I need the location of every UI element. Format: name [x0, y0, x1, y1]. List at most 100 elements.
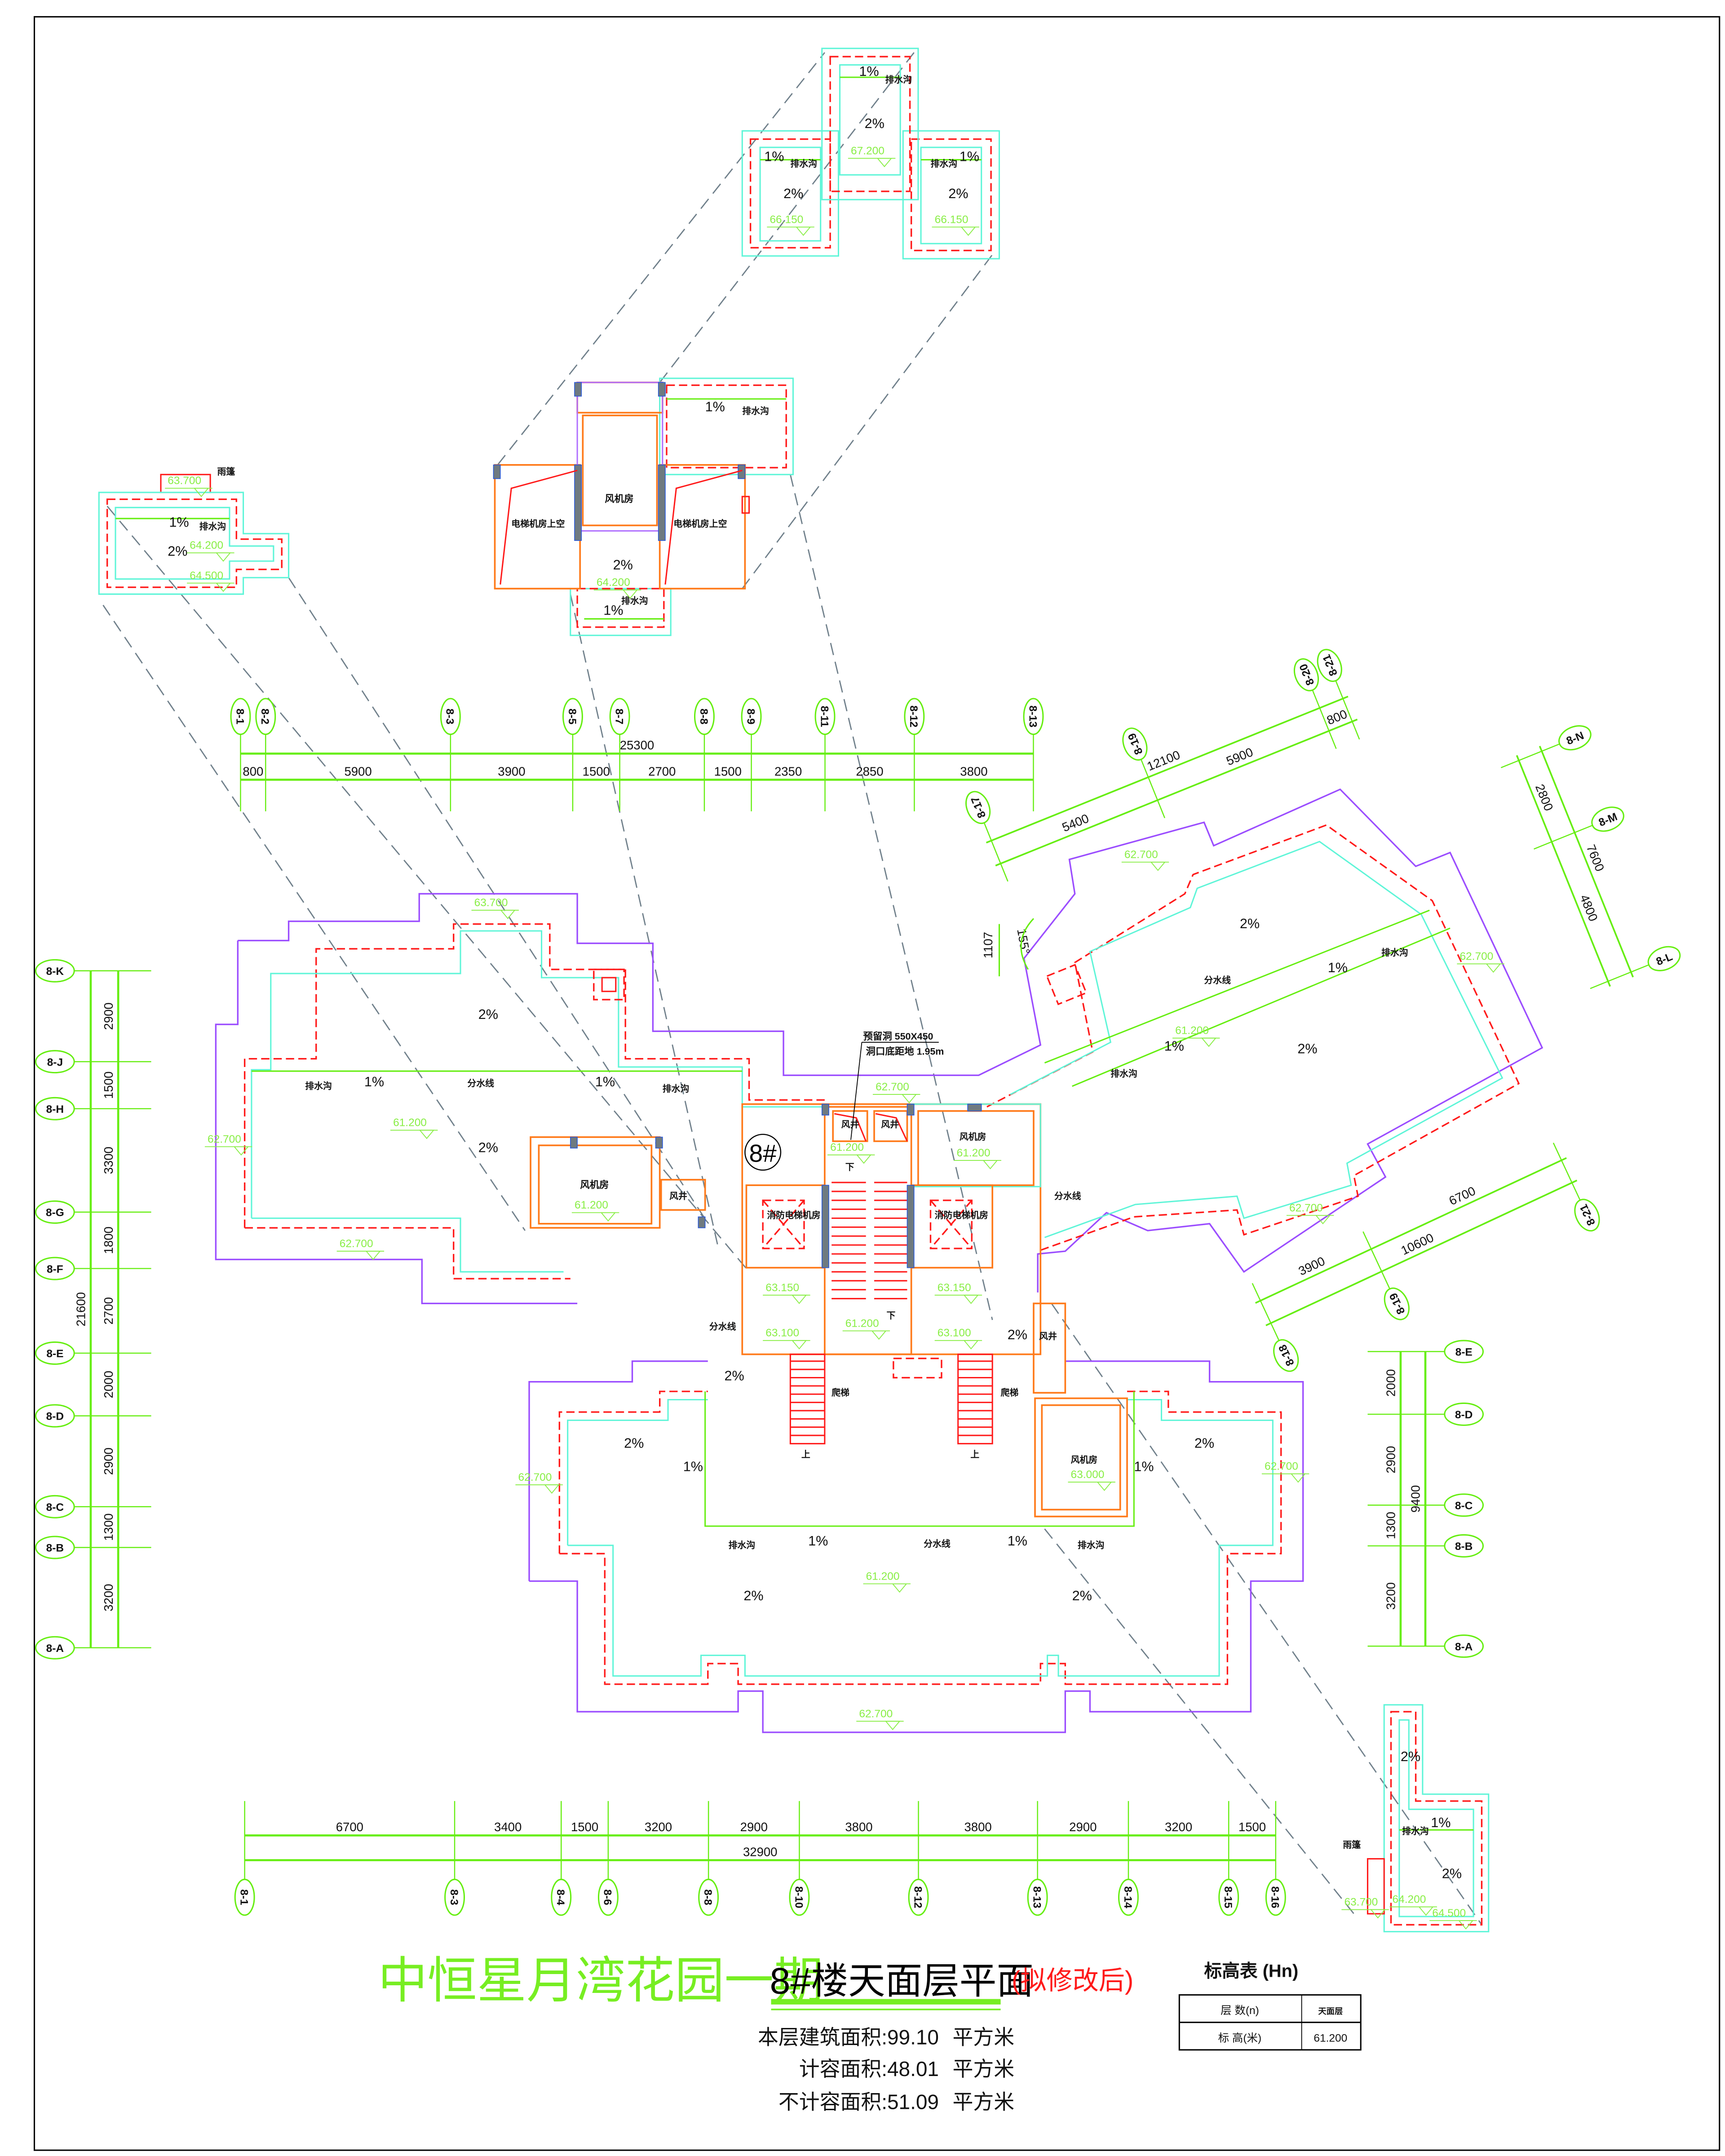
axis-bubble — [230, 698, 251, 735]
axis-bubble — [1384, 1287, 1410, 1320]
axis-line — [1362, 1231, 1390, 1289]
axis-label: 8-6 — [602, 1889, 614, 1905]
axis-label: 8-K — [46, 965, 64, 978]
axis-bubble — [35, 1495, 75, 1518]
axis-bubble — [597, 1878, 619, 1916]
drain-label: 排水沟 — [663, 1084, 690, 1094]
slope-label: 2% — [743, 1588, 763, 1603]
dimension-line — [1265, 1179, 1578, 1326]
axis-bubble — [35, 1257, 75, 1280]
axis-label: 8-13 — [1026, 705, 1039, 727]
axis-bubble — [255, 698, 276, 735]
axis-line — [1252, 1283, 1280, 1341]
dimension-line — [1539, 746, 1634, 978]
opening-height-note: 洞口底距地 1.95m — [866, 1045, 944, 1057]
axis-label: 8-4 — [554, 1889, 566, 1905]
axis-label: 8-16 — [1269, 1886, 1281, 1908]
dimension-total: 32900 — [743, 1845, 778, 1859]
elevation-label-cell: 标 高(米) — [1218, 2032, 1262, 2044]
stair-up-label: 上 — [801, 1450, 810, 1460]
left-roof-plan: 63.700 雨篷 1% 排水沟 2% 64.200 64.500 — [98, 466, 290, 595]
slope-label: 2% — [948, 186, 968, 201]
elevation-label: 62.700 — [1460, 950, 1493, 962]
dimension-total: 7600 — [1584, 843, 1607, 873]
elevation-label: 64.200 — [1393, 1893, 1426, 1905]
elevation-label: 61.200 — [957, 1147, 991, 1159]
axis-bubble — [908, 1878, 929, 1916]
axis-label: 8-C — [46, 1501, 64, 1514]
slope-label: 2% — [783, 186, 803, 201]
elevation-marker-triangle — [885, 1721, 901, 1731]
slope-label: 2% — [1072, 1588, 1092, 1603]
axis-bubble — [1444, 1493, 1484, 1517]
slope-label: 1% — [960, 149, 979, 164]
slope-label: 2% — [724, 1368, 744, 1384]
dimension-value: 3200 — [1384, 1582, 1398, 1610]
axis-bubble — [1023, 698, 1044, 735]
bottom-right-roof-plan: 2% 1% 排水沟 2% 雨篷 63.700 64.200 64.500 — [1341, 1704, 1490, 1933]
dimension-value: 1500 — [583, 764, 610, 778]
axis-bubble — [1558, 725, 1592, 751]
dimension-value: 2700 — [648, 764, 676, 778]
elevation-label: 63.700 — [168, 475, 201, 487]
elevation-label: 62.700 — [1289, 1202, 1323, 1214]
room-label-shaft: 风井 — [881, 1120, 899, 1130]
elevation-marker-triangle — [1201, 1037, 1217, 1047]
dimension-value: 5900 — [344, 764, 372, 778]
dimension-value: 1500 — [1238, 1820, 1266, 1834]
axis-bubble — [789, 1878, 810, 1916]
slope-label: 1% — [364, 1074, 384, 1089]
axis-label: 8-12 — [911, 1886, 924, 1908]
ridge-label: 分水线 — [924, 1539, 951, 1549]
slope-label: 1% — [808, 1533, 828, 1549]
slope-label: 1% — [1164, 1038, 1184, 1054]
dimension-line — [995, 718, 1358, 867]
elevation-marker-triangle — [215, 552, 231, 562]
drain-label: 排水沟 — [930, 159, 957, 169]
drain-label: 排水沟 — [1110, 1068, 1137, 1079]
dimension-value: 800 — [243, 764, 263, 778]
dimension-value: 3400 — [494, 1820, 522, 1834]
axis-bubble — [1218, 1878, 1239, 1916]
axis-label: 8-8 — [698, 708, 710, 724]
axis-bubble — [444, 1878, 465, 1916]
axis-bubble — [1122, 727, 1148, 761]
elevation-label: 67.200 — [851, 145, 885, 157]
slope-label: 2% — [478, 1140, 498, 1155]
floor-count-label: 层 数(n) — [1221, 2004, 1259, 2017]
axis-bubble — [35, 1536, 75, 1559]
ladder-label: 爬梯 — [1001, 1387, 1019, 1398]
slope-label: 1% — [764, 149, 784, 164]
top-roof-plan: 1% 2% 1% 2% 1% 2% 排水沟 排水沟 排水沟 67.200 66.… — [741, 48, 1000, 260]
drain-label: 排水沟 — [199, 522, 226, 532]
axis-label: 8-H — [46, 1103, 64, 1116]
axis-bubble — [35, 1404, 75, 1428]
dimension-value: 1800 — [102, 1226, 115, 1254]
axis-line — [1500, 743, 1560, 768]
drain-label: 排水沟 — [885, 75, 912, 85]
slope-label: 1% — [1134, 1459, 1154, 1474]
room-label-fan-room: 风机房 — [1071, 1455, 1098, 1465]
drain-label: 排水沟 — [621, 596, 648, 606]
elevation-label: 63.700 — [1344, 1896, 1378, 1908]
dimension-value: 1500 — [102, 1071, 115, 1099]
axis-bubble — [35, 1097, 75, 1120]
stair-down-label: 下 — [887, 1311, 896, 1321]
dimension-value: 5400 — [1060, 811, 1091, 835]
elevation-label: 61.200 — [866, 1570, 900, 1582]
building-tag-circle — [744, 1133, 782, 1171]
elevation-marker-triangle — [982, 1160, 998, 1169]
axis-bubble — [694, 698, 715, 735]
elevation-marker-triangle — [1315, 1215, 1331, 1225]
elevation-marker-triangle — [1150, 862, 1166, 871]
axis-bubble — [698, 1878, 719, 1916]
drain-label: 排水沟 — [742, 406, 769, 416]
dimension-value: 2000 — [1384, 1369, 1398, 1397]
dimension-value: 1300 — [102, 1514, 115, 1541]
slope-label: 1% — [683, 1459, 703, 1474]
axis-line — [1534, 824, 1593, 850]
room-label-elevator-room: 消防电梯机房 — [767, 1210, 820, 1221]
